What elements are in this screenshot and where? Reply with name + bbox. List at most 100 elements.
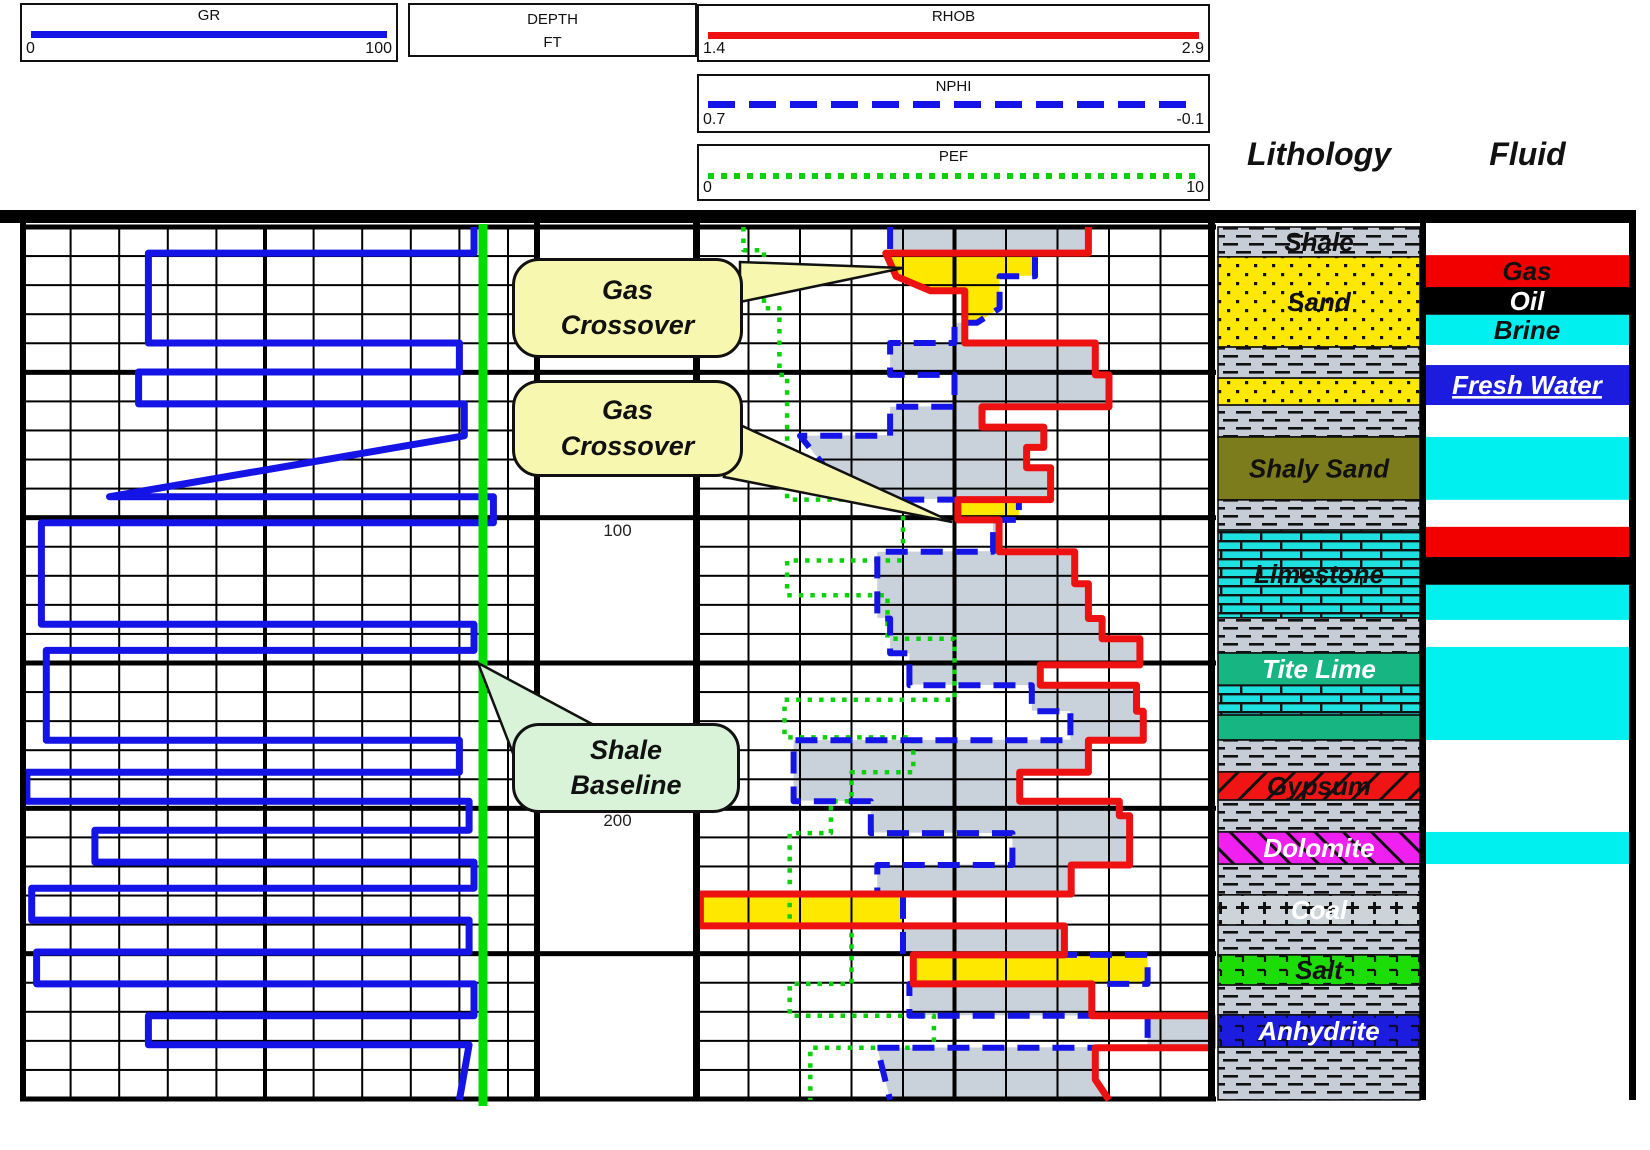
fluid-column-title: Fluid xyxy=(1489,136,1566,172)
fluid-label: Gas xyxy=(1502,256,1551,286)
grid-hline xyxy=(697,487,1212,490)
lithology-band-shale xyxy=(1217,799,1421,833)
frame-layer xyxy=(0,210,1636,1100)
lithology-label: Shaly Sand xyxy=(1249,453,1390,483)
fluid-band-white xyxy=(1425,345,1630,366)
lithology-band-shale xyxy=(1217,984,1421,1016)
lithology-label: Tite Lime xyxy=(1262,654,1376,684)
grid-hline xyxy=(22,923,538,926)
gr-track-header: GR 0 100 xyxy=(20,3,398,62)
grid-hline xyxy=(22,865,538,868)
lithology-band-sand xyxy=(1217,377,1421,406)
grid-major-hline xyxy=(20,951,1216,957)
callout-text: Crossover xyxy=(560,430,695,461)
grid-major-hline xyxy=(20,224,1216,230)
fluid-band-brine xyxy=(1425,831,1630,865)
track-border xyxy=(534,223,540,1100)
lithology-band-shale xyxy=(1217,404,1421,438)
nphi-legend-line xyxy=(708,101,1199,108)
rhob-curve xyxy=(696,227,1216,1102)
lithology-band-limestone xyxy=(1217,529,1421,619)
grid-hline xyxy=(697,458,1212,461)
nphi-scale-max: -0.1 xyxy=(1176,111,1204,128)
grid-major-hline xyxy=(20,1096,1216,1102)
grid-hline xyxy=(22,545,538,548)
grid-hline xyxy=(22,284,538,287)
grid-hline xyxy=(22,458,538,461)
track-border xyxy=(20,223,26,1100)
grid-hline xyxy=(697,545,1212,548)
lithology-label: Dolomite xyxy=(1263,833,1374,863)
grid-hline xyxy=(697,574,1212,577)
lithology-band-limestone xyxy=(1217,684,1421,716)
lithology-band-shale xyxy=(1217,499,1421,531)
separation-fill xyxy=(793,519,1144,894)
grid-hline xyxy=(22,749,538,752)
gr-legend-line xyxy=(31,31,387,38)
lithology-label: Shale xyxy=(1284,227,1353,257)
callout-tails-layer xyxy=(475,260,953,758)
fluid-band-oil xyxy=(1425,557,1630,585)
grid-hline xyxy=(697,778,1212,781)
fluid-band-white xyxy=(1425,740,1630,832)
fluid-band-brine xyxy=(1425,584,1630,620)
lithology-label: Gypsum xyxy=(1267,771,1371,801)
callout-text: Gas xyxy=(601,395,654,426)
grid-hline xyxy=(697,749,1212,752)
nphi-curve xyxy=(790,227,1151,1101)
fluid-band-white xyxy=(1425,619,1630,647)
lithology-column-title: Lithology xyxy=(1247,136,1391,172)
lithology-label: Salt xyxy=(1295,955,1344,985)
fluid-label: Brine xyxy=(1494,315,1560,345)
gr-scale-max: 100 xyxy=(365,40,392,57)
rhob-legend-line xyxy=(708,32,1199,39)
pef-track-header: PEF 0 10 xyxy=(697,144,1210,201)
fluid-band-white xyxy=(1425,405,1630,437)
lithology-band-sand xyxy=(1217,256,1421,348)
lithology-band-tite_lime xyxy=(1217,652,1421,687)
callout-text: Gas xyxy=(601,274,654,305)
fluid-band-brine xyxy=(1425,436,1630,500)
grid-hline xyxy=(22,487,538,490)
gas-crossover-fill xyxy=(957,499,1019,520)
gas-crossover-fill xyxy=(700,894,903,926)
grid-hline xyxy=(697,632,1212,635)
grid-hline xyxy=(22,632,538,635)
grid-hline xyxy=(22,429,538,432)
lithology-label: Limestone xyxy=(1254,559,1384,589)
separation-fill xyxy=(903,925,1065,955)
grid-hline xyxy=(22,313,538,316)
rhob-title: RHOB xyxy=(931,8,976,25)
pef-legend-line xyxy=(708,173,1199,179)
callout-tail xyxy=(738,260,904,304)
grid-major-hline xyxy=(20,369,1216,375)
top-black-bar xyxy=(0,210,1636,223)
grid-hline xyxy=(22,574,538,577)
grid-hline xyxy=(22,1039,538,1042)
rhob-track-header: RHOB 1.4 2.9 xyxy=(697,4,1210,62)
depth-title: DEPTH xyxy=(527,11,578,28)
lithology-label: Coal xyxy=(1291,895,1348,925)
callout-text: Crossover xyxy=(560,310,695,340)
pef-curve xyxy=(741,227,957,1100)
gas-crossover-fill xyxy=(913,954,1148,984)
fluid-band-brine xyxy=(1425,314,1630,346)
lithology-band-gypsum xyxy=(1217,771,1421,801)
lithology-band-shale xyxy=(1217,617,1421,654)
grid-hline xyxy=(22,720,538,723)
fluid-band-white xyxy=(1425,499,1630,527)
pef-scale-min: 0 xyxy=(703,179,712,196)
grid-hline xyxy=(22,778,538,781)
lithology-band-tite_lime xyxy=(1217,714,1421,741)
fluid-band-white xyxy=(1425,227,1630,256)
lithology-band-shale xyxy=(1217,863,1421,896)
grid-hline xyxy=(697,603,1212,606)
depth-label-100: 100 xyxy=(603,521,632,540)
grid-hline xyxy=(22,691,538,694)
grid-hline xyxy=(697,691,1212,694)
